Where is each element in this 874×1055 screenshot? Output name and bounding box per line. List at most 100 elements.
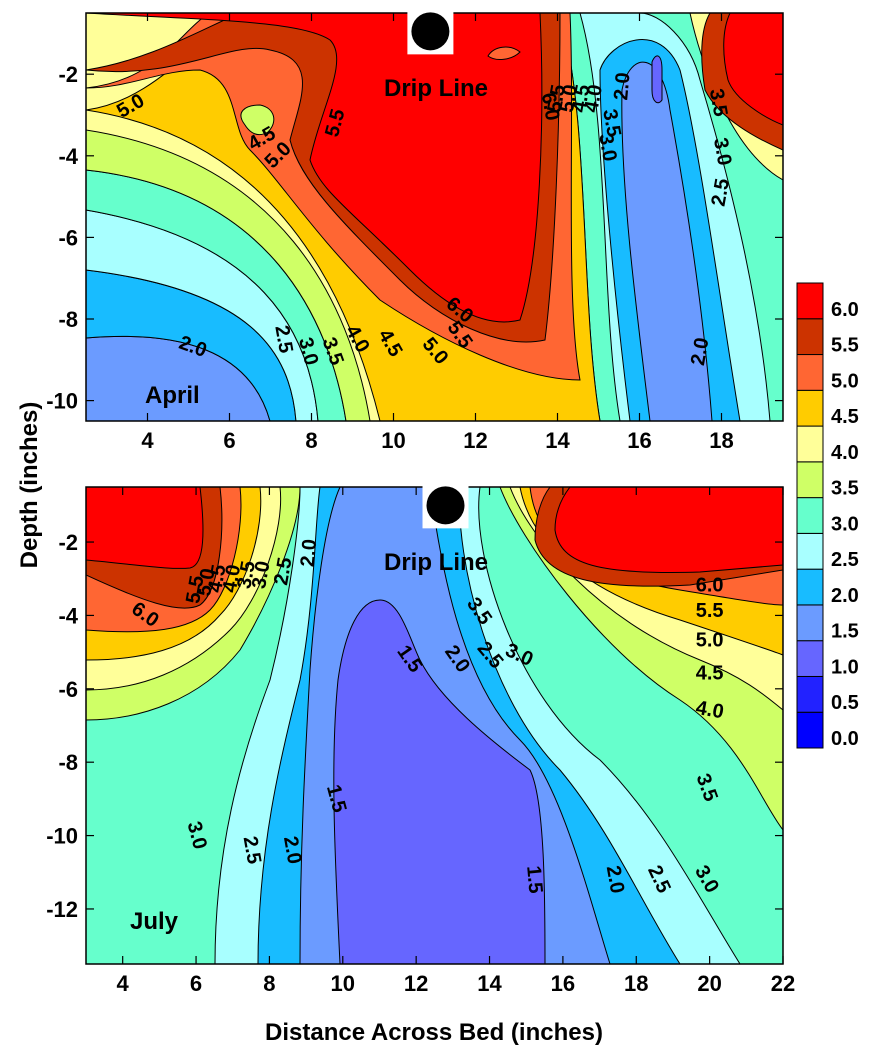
april-contour-label: 6.0 xyxy=(537,91,563,122)
july-contour-label: 5.5 xyxy=(182,574,208,605)
april-contour-label: 2.0 xyxy=(687,336,713,367)
legend-swatch xyxy=(796,318,824,356)
april-contour-label: 3.5 xyxy=(705,87,731,118)
april-contour-label: 4.5 xyxy=(568,83,594,114)
july-y-tick-label: -4 xyxy=(58,603,78,628)
y-axis-title: Depth (inches) xyxy=(16,402,43,569)
july-contour-label: 5.0 xyxy=(696,629,724,651)
april-band-6-0 xyxy=(86,13,543,323)
april-contour-label: 5.0 xyxy=(556,83,582,114)
legend-label: 5.0 xyxy=(831,370,859,392)
july-x-tick-label: 4 xyxy=(117,971,130,996)
july-x-tick-label: 8 xyxy=(263,971,275,996)
april-x-tick-label: 4 xyxy=(141,428,154,453)
legend-label: 0.0 xyxy=(831,728,859,750)
july-y-tick-label: -12 xyxy=(46,897,78,922)
april-top-yellow-spot xyxy=(240,104,275,136)
july-x-tick-label: 22 xyxy=(771,971,795,996)
july-x-tick-label: 14 xyxy=(477,971,502,996)
april-band-right-1-5 xyxy=(651,55,663,104)
legend-swatch xyxy=(796,568,824,606)
april-top-lens xyxy=(487,46,521,60)
april-x-tick-label: 6 xyxy=(223,428,235,453)
legend-swatch xyxy=(796,282,824,320)
july-contour-label: 2.0 xyxy=(297,538,321,568)
july-x-tick-label: 18 xyxy=(624,971,648,996)
april-x-tick-label: 12 xyxy=(463,428,487,453)
april-right-red-core xyxy=(723,13,783,126)
july-x-tick-label: 12 xyxy=(404,971,428,996)
april-contour-label: 2.0 xyxy=(610,72,634,102)
july-contour-fill xyxy=(86,487,783,964)
april-contour-label: 2.5 xyxy=(708,177,734,208)
july-contour-label: 5.5 xyxy=(696,600,724,622)
legend-label: 1.5 xyxy=(831,621,859,643)
april-y-tick-label: -8 xyxy=(58,307,78,332)
july-contour-label: 2.5 xyxy=(239,835,265,866)
july-contour-label: 4.0 xyxy=(694,697,725,723)
april-panel-tag: April xyxy=(145,382,200,409)
april-contour-label: 2.5 xyxy=(270,324,296,355)
july-y-tick-label: -6 xyxy=(58,677,78,702)
april-contour-fill xyxy=(86,13,783,421)
legend-swatch xyxy=(796,425,824,463)
color-legend: 0.00.51.01.52.02.53.03.54.04.55.05.56.0 xyxy=(796,282,859,750)
july-panel-tag: July xyxy=(130,908,179,935)
july-y-tick-label: -8 xyxy=(58,750,78,775)
drip-emitter-icon xyxy=(422,482,469,529)
april-x-tick-label: 18 xyxy=(709,428,733,453)
july-band-left-red xyxy=(86,487,204,569)
april-contour-label: 3.0 xyxy=(709,136,735,167)
legend-swatch xyxy=(796,604,824,642)
legend-label: 5.5 xyxy=(831,335,859,357)
april-x-tick-label: 14 xyxy=(545,428,570,453)
april-y-tick-label: -2 xyxy=(58,62,78,87)
april-drip-line-label: Drip Line xyxy=(384,75,488,102)
drip-emitter-circle xyxy=(426,486,465,525)
april-y-tick-label: -4 xyxy=(58,144,78,169)
july-contour-label: 3.5 xyxy=(233,559,259,590)
july-x-tick-label: 16 xyxy=(551,971,575,996)
legend-swatch xyxy=(796,640,824,677)
july-contour-label: 5.0 xyxy=(193,567,219,598)
drip-emitter-circle xyxy=(411,12,450,51)
july-x-tick-label: 20 xyxy=(697,971,721,996)
legend-label: 0.5 xyxy=(831,692,859,714)
april-x-tick-label: 8 xyxy=(305,428,317,453)
july-contour-label: 2.5 xyxy=(270,556,296,587)
april-contour-label: 5.5 xyxy=(544,83,570,114)
legend-label: 3.5 xyxy=(831,478,859,500)
legend-swatch xyxy=(796,461,824,499)
july-contour-label: 4.5 xyxy=(696,662,724,684)
legend-swatch xyxy=(796,389,824,427)
legend-label: 2.0 xyxy=(831,585,859,607)
july-x-tick-label: 10 xyxy=(331,971,355,996)
july-contour-label: 4.5 xyxy=(204,563,230,594)
april-y-tick-label: -10 xyxy=(46,389,78,414)
july-contour-label: 1.5 xyxy=(522,865,546,895)
legend-swatch xyxy=(796,532,824,570)
july-contour-label: 6.0 xyxy=(696,574,724,596)
july-x-tick-label: 6 xyxy=(190,971,202,996)
july-band-right-red xyxy=(554,487,783,573)
july-contour-label: 3.0 xyxy=(248,559,274,590)
july-drip-line-label: Drip Line xyxy=(384,549,488,576)
drip-emitter-icon xyxy=(407,8,454,55)
july-contour-label: 2.0 xyxy=(602,864,628,895)
april-contour-label: 4.0 xyxy=(580,83,606,114)
april-x-tick-label: 16 xyxy=(627,428,651,453)
x-axis-title: Distance Across Bed (inches) xyxy=(265,1019,603,1046)
legend-label: 3.0 xyxy=(831,513,859,535)
legend-swatch xyxy=(796,675,824,713)
july-contour-label: 4.0 xyxy=(219,563,245,594)
legend-label: 2.5 xyxy=(831,549,859,571)
legend-label: 4.0 xyxy=(831,442,859,464)
april-x-tick-label: 10 xyxy=(381,428,405,453)
july-contour-label: 2.0 xyxy=(279,835,305,866)
legend-swatch xyxy=(796,354,824,391)
